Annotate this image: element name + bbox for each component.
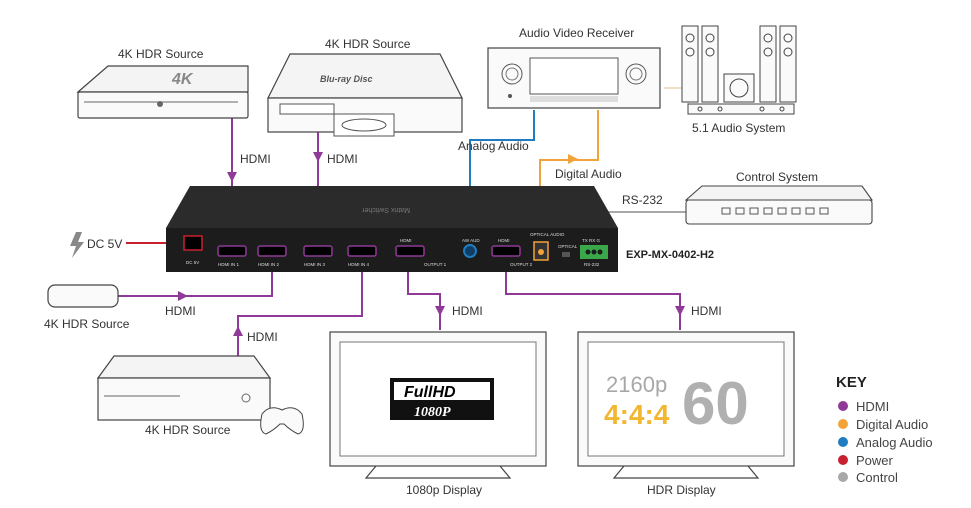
port-label-hdmi-b: HDMI [498,238,510,243]
link-label-hdmi-out1: HDMI [452,304,483,318]
port-label-opt2: OPTICAL [558,244,578,249]
bluray-logo: Blu-ray Disc [320,74,373,84]
power-label: DC 5V [87,237,122,251]
port-label-in1: HDMI IN 1 [218,262,239,267]
source-label-console: 4K HDR Source [145,423,231,437]
legend-item-analog: Analog Audio [856,435,933,450]
legend-item-control: Control [856,470,898,485]
cable-hdmi-out2 [505,262,681,330]
rs232-link-label: RS-232 [622,193,663,207]
source-game-console [96,355,304,435]
full-hd-text: FullHD [404,384,456,401]
port-label-out2: OUTPUT 2 [510,262,533,267]
legend-swatch-hdmi [838,401,848,411]
source-label-top-left: 4K HDR Source [118,47,204,61]
digital-arrow [568,154,578,164]
hdr-fps: 60 [682,370,749,437]
display-1080p: FullHD 1080P [329,331,547,479]
legend-item-power: Power [856,453,894,468]
port-label-dc5v: DC 5V [186,260,199,265]
audio-video-receiver [487,47,661,109]
link-label-hdmi-4: HDMI [247,330,278,344]
link-label-hdmi-out2: HDMI [691,304,722,318]
source-4k-player: 4K [76,65,249,119]
full-hd-resolution: 1080P [414,405,451,420]
hdr-resolution: 2160p [606,372,667,397]
source-label-top-mid: 4K HDR Source [325,37,411,51]
source-bluray-player: Blu-ray Disc [267,53,463,137]
port-output1 [395,245,425,257]
speaker-system [681,25,797,115]
control-system [684,185,874,225]
speaker-label: 5.1 Audio System [692,121,785,135]
port-label-rs-pins: TX RX G [582,238,601,243]
legend-swatch-analog [838,437,848,447]
source-label-left-small: 4K HDR Source [44,317,130,331]
legend-swatch-control [838,472,848,482]
port-analog-audio [463,244,477,258]
cable-hdmi-in4 [237,262,363,358]
display-label-right: HDR Display [647,483,716,497]
cable-hdmi-out1 [407,262,441,330]
hdr-chroma: 4:4:4 [604,399,670,430]
legend-title: KEY [836,374,867,391]
port-label-in2: HDMI IN 2 [258,262,279,267]
svg-text:Matrix Switcher: Matrix Switcher [361,206,410,213]
legend: KEY HDMI Digital Audio Analog Audio Powe… [836,374,933,485]
avr-label: Audio Video Receiver [519,26,634,40]
link-label-analog: Analog Audio [458,139,529,153]
legend-item-digital: Digital Audio [856,417,928,432]
legend-swatch-power [838,455,848,465]
control-system-label: Control System [736,170,818,184]
model-number: EXP-MX-0402-H2 [626,249,714,261]
port-output2 [491,245,521,257]
port-hdmi-in4 [347,245,377,257]
port-hdmi-in2 [257,245,287,257]
link-label-hdmi-3: HDMI [165,304,196,318]
port-label-hdmi-a: HDMI [400,238,412,243]
cable-hdmi-in2 [118,262,273,297]
source-streaming-box [47,284,119,308]
port-label-out1: OUTPUT 1 [424,262,447,267]
port-label-aud: AW AUD [462,238,480,243]
legend-item-hdmi: HDMI [856,399,889,414]
port-hdmi-in3 [303,245,333,257]
hdmi-arrowheads [178,152,685,336]
port-label-in4: HDMI IN 4 [348,262,369,267]
display-label-left: 1080p Display [406,483,482,497]
port-dc5v [183,235,203,251]
legend-swatch-digital [838,419,848,429]
port-label-opt: OPTICAL AUDIO [530,232,565,237]
link-label-hdmi-2: HDMI [327,152,358,166]
four-k-logo: 4K [171,71,194,88]
port-hdmi-in1 [217,245,247,257]
link-label-hdmi-1: HDMI [240,152,271,166]
matrix-switcher: Matrix Switcher DC 5V HDMI IN 1 HDMI IN … [166,186,618,272]
display-hdr: 2160p 4:4:4 60 [577,331,795,479]
link-label-digital: Digital Audio [555,167,622,181]
lightning-icon [70,232,84,258]
port-label-in3: HDMI IN 3 [304,262,325,267]
port-label-rs232: RS-232 [584,262,600,267]
gamepad-icon [260,407,304,435]
